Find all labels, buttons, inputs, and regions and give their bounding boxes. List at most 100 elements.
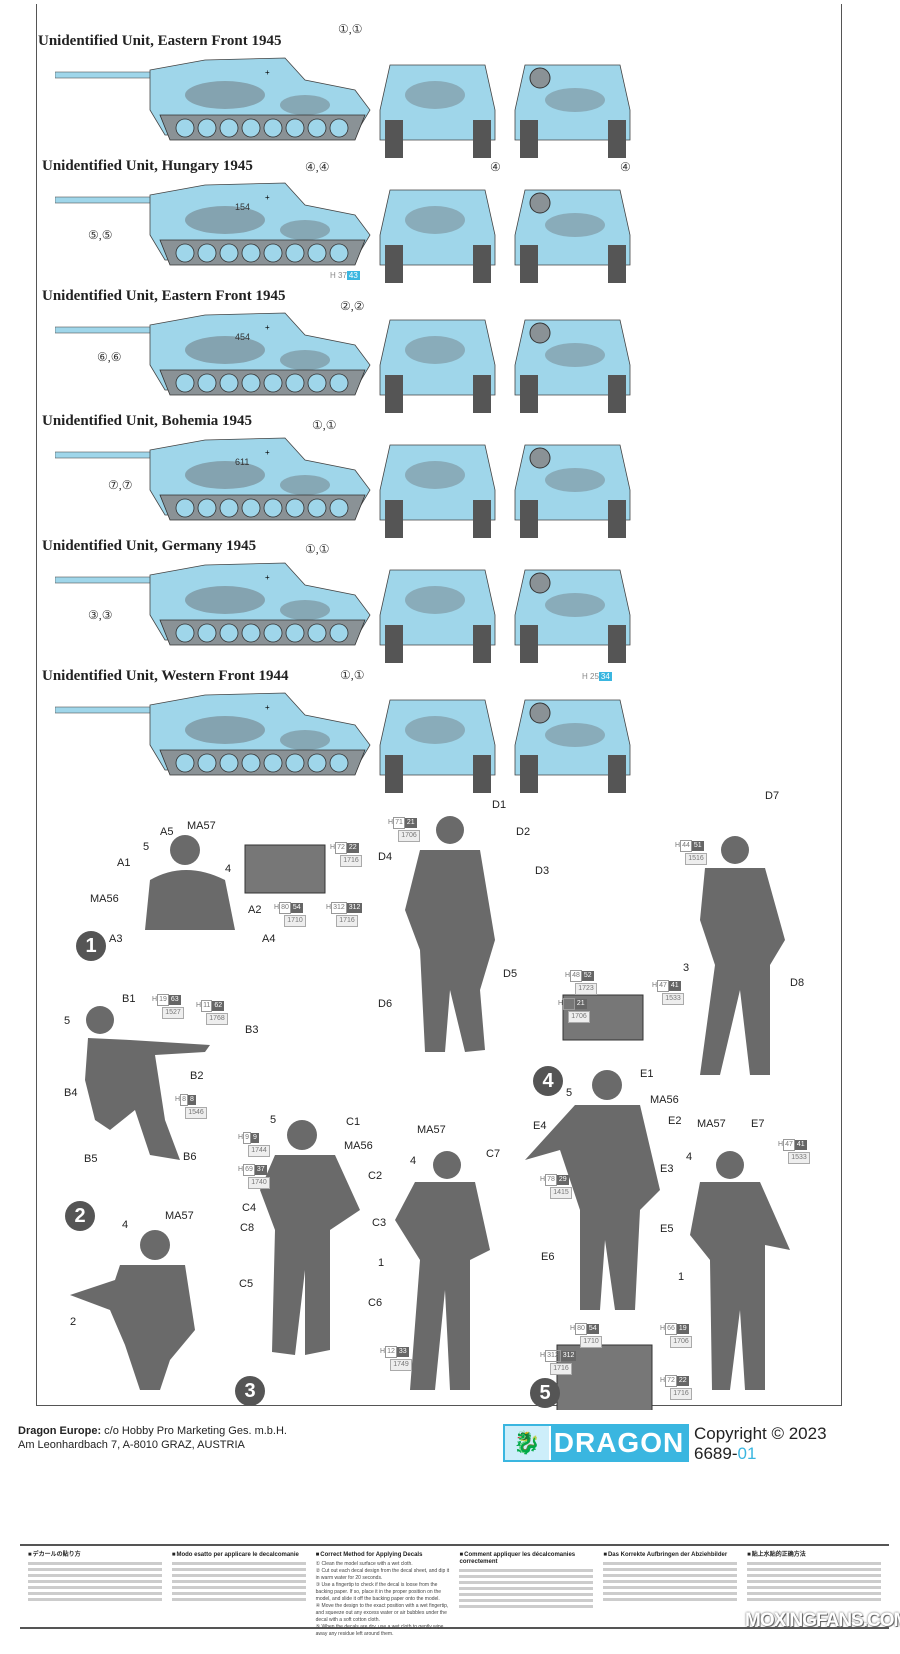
text-line xyxy=(747,1598,881,1601)
part-label: A4 xyxy=(262,933,276,945)
text-line xyxy=(28,1568,162,1571)
text-line xyxy=(603,1598,738,1601)
tank-front-view xyxy=(379,444,496,538)
paint-number: 48 xyxy=(570,970,582,982)
svg-text:+: + xyxy=(265,193,270,202)
color-code: 1706 xyxy=(398,830,420,842)
part-label: MA56 xyxy=(650,1094,679,1106)
paint-prefix: H xyxy=(175,1096,181,1103)
paint-prefix: H xyxy=(330,271,336,280)
part-label: 4 xyxy=(122,1219,129,1231)
instruction-step: ② Cut out each decal design from the dec… xyxy=(315,1568,450,1581)
text-line xyxy=(171,1586,306,1589)
text-line xyxy=(747,1586,881,1589)
figure-4 xyxy=(700,836,785,1075)
text-line xyxy=(747,1580,881,1583)
paint-number: 80 xyxy=(279,902,291,914)
part-label: C8 xyxy=(240,1222,255,1234)
brand-name: DRAGON xyxy=(549,1426,687,1460)
tank-side-view: + xyxy=(55,692,371,776)
address-line-1: c/o Hobby Pro Marketing Ges. m.b.H. xyxy=(101,1425,287,1437)
paint-number-alt: 33 xyxy=(396,1347,409,1357)
tank-views: + 454 xyxy=(55,312,631,413)
text-line xyxy=(459,1575,594,1578)
paint-prefix: H xyxy=(540,1352,546,1359)
figure-1 xyxy=(145,835,235,930)
paint-prefix: H xyxy=(330,844,336,851)
paint-prefix: H xyxy=(274,904,280,911)
scheme-title: Unidentified Unit, Bohemia 1945 xyxy=(42,413,253,429)
tank-views: + 154 xyxy=(55,182,631,283)
part-label: C3 xyxy=(372,1217,387,1229)
color-code: 1716 xyxy=(340,855,362,867)
figure-2 xyxy=(85,1006,210,1160)
paint-number: 66 xyxy=(665,1323,677,1335)
tank-side-view: + xyxy=(55,57,371,141)
part-label: B4 xyxy=(64,1087,78,1099)
part-label: A5 xyxy=(160,826,174,838)
tank-front-view xyxy=(379,64,496,158)
tank-rear-view xyxy=(514,569,631,663)
color-code: 1723 xyxy=(575,983,597,995)
text-line xyxy=(28,1574,162,1577)
part-label: E4 xyxy=(533,1120,547,1132)
color-code: 1706 xyxy=(568,1011,590,1023)
scheme-title: Unidentified Unit, Eastern Front 1945 xyxy=(38,33,282,49)
decal-callout: ①,① xyxy=(312,418,337,432)
decal-callout: ③,③ xyxy=(88,608,113,622)
part-label: B1 xyxy=(122,993,136,1005)
tank-views: + xyxy=(55,57,631,158)
part-label: E5 xyxy=(660,1223,674,1235)
part-label: D3 xyxy=(535,865,550,877)
part-label: 1 xyxy=(678,1271,685,1283)
paint-prefix: H xyxy=(558,1000,564,1007)
text-line xyxy=(28,1562,162,1565)
copyright-text: Copyright © 2023 xyxy=(694,1424,827,1443)
instruction-step: ⑤ When the decals are dry, use a wet clo… xyxy=(315,1624,444,1637)
part-label: C2 xyxy=(368,1170,383,1182)
instruction-column: デカールの貼り方 xyxy=(28,1552,162,1621)
figure-2b xyxy=(70,1230,195,1390)
paint-number-alt: 8 xyxy=(187,1095,196,1105)
part-label: D4 xyxy=(378,851,393,863)
paint-prefix: H xyxy=(152,996,158,1003)
part-label: D8 xyxy=(790,977,805,989)
text-line xyxy=(459,1581,594,1584)
part-label: B6 xyxy=(183,1151,197,1163)
paint-number: 25 xyxy=(590,672,599,681)
paint-number: 72 xyxy=(335,842,347,854)
color-code: 1527 xyxy=(162,1007,184,1019)
instruction-column: Das Korrekte Aufbringen der Abziehbilder xyxy=(603,1552,738,1621)
decal-callout: ①,① xyxy=(340,668,365,682)
tank-views: + 611 xyxy=(55,437,631,538)
figure-step-number: 5 xyxy=(530,1378,560,1408)
color-code: 1768 xyxy=(206,1013,228,1025)
scheme-title: Unidentified Unit, Western Front 1944 xyxy=(42,668,289,684)
decal-callout: ①,① xyxy=(338,22,363,36)
part-label: MA57 xyxy=(697,1118,726,1130)
paint-number-alt: 62 xyxy=(212,1001,225,1011)
paint-number-alt: 37 xyxy=(254,1165,267,1175)
tank-rear-view xyxy=(514,699,631,793)
part-label: 5 xyxy=(270,1114,277,1126)
tank-rear-view xyxy=(514,64,631,158)
text-line xyxy=(28,1592,162,1595)
paint-number-alt: 312 xyxy=(346,903,363,913)
text-line xyxy=(747,1592,881,1595)
paint-prefix: H xyxy=(380,1348,386,1355)
text-line xyxy=(171,1574,306,1577)
decal-callout: ⑤,⑤ xyxy=(88,228,113,242)
part-label: E6 xyxy=(541,1251,555,1263)
figure-d xyxy=(405,816,495,1052)
text-line xyxy=(459,1593,594,1596)
part-label: E3 xyxy=(660,1163,674,1175)
decal-callout: ④,④ xyxy=(305,160,330,174)
part-label: MA57 xyxy=(187,820,216,832)
